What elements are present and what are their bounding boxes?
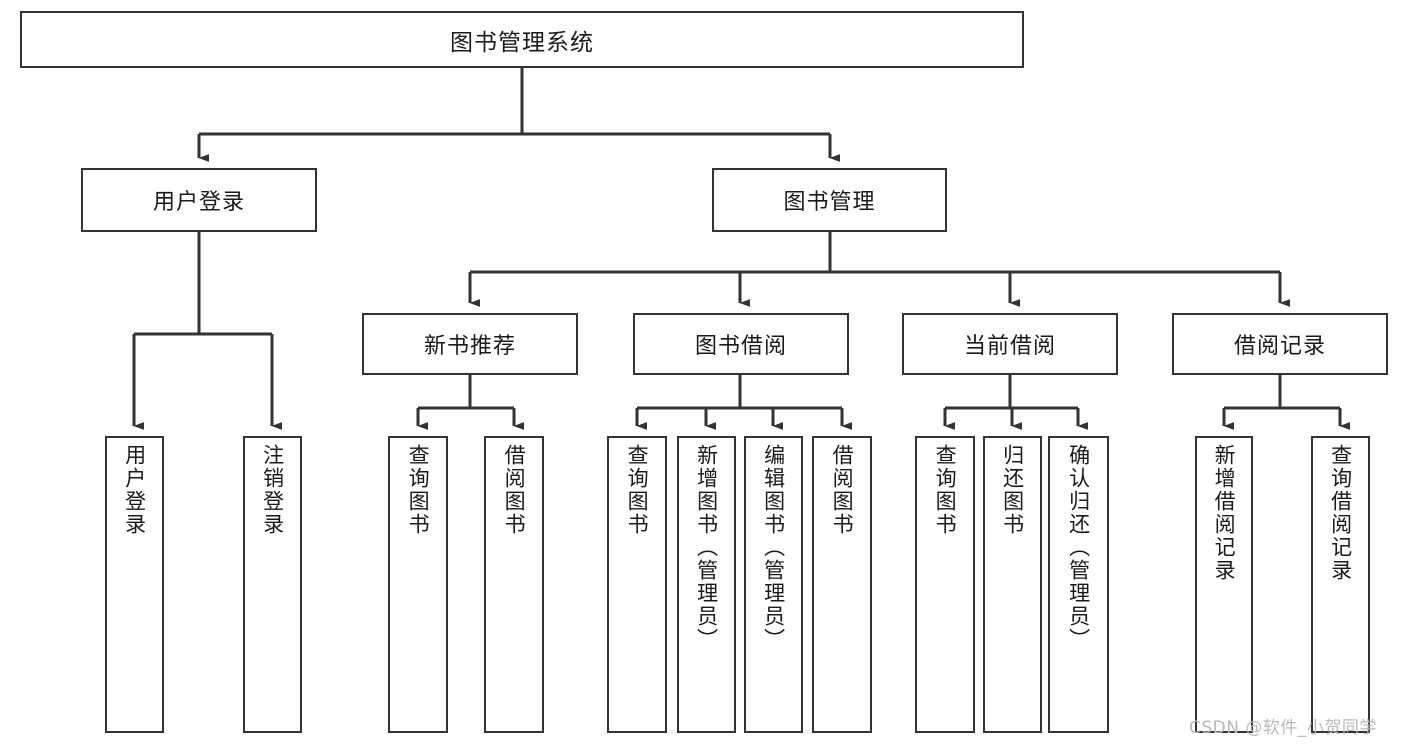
leaf-book-borrow-borrow[interactable]: 借阅图书 [812,436,872,733]
leaf-current-borrow-confirm[interactable]: 确认归还（管理员） [1048,436,1109,733]
node-new-book-recommend[interactable]: 新书推荐 [362,313,578,375]
leaf-label: 借阅图书 [502,444,527,536]
leaf-label: 查询图书 [933,444,958,536]
leaf-borrow-record-add[interactable]: 新增借阅记录 [1195,436,1253,733]
node-label: 用户登录 [152,190,245,215]
node-root-system[interactable]: 图书管理系统 [20,11,1024,68]
leaf-label: 确认归还（管理员） [1066,444,1091,651]
node-book-borrow[interactable]: 图书借阅 [633,313,849,375]
leaf-label: 注销登录 [260,444,285,536]
node-label: 新书推荐 [423,334,516,359]
leaf-label: 归还图书 [1000,444,1025,536]
node-label: 图书借阅 [694,334,787,359]
node-book-management[interactable]: 图书管理 [712,168,947,232]
leaf-label: 新增图书（管理员） [694,444,719,651]
leaf-borrow-record-query[interactable]: 查询借阅记录 [1311,436,1370,733]
leaf-label: 编辑图书（管理员） [761,444,786,651]
leaf-label: 借阅图书 [830,444,855,536]
leaf-new-book-borrow[interactable]: 借阅图书 [484,436,544,733]
leaf-current-borrow-return[interactable]: 归还图书 [983,436,1042,733]
leaf-current-borrow-query[interactable]: 查询图书 [915,436,975,733]
watermark-text: CSDN @软件_小贺同学 [1189,718,1377,738]
leaf-book-borrow-query[interactable]: 查询图书 [607,436,667,733]
node-borrow-record[interactable]: 借阅记录 [1172,313,1388,375]
leaf-book-borrow-add[interactable]: 新增图书（管理员） [677,436,736,733]
leaf-label: 查询图书 [625,444,650,536]
node-label: 图书管理 [783,190,876,215]
node-label: 图书管理系统 [450,29,594,56]
node-label: 当前借阅 [963,334,1056,359]
node-label: 借阅记录 [1233,334,1326,359]
leaf-label: 查询借阅记录 [1328,444,1353,582]
node-current-borrow[interactable]: 当前借阅 [902,313,1118,375]
leaf-label: 查询图书 [406,444,431,536]
node-user-login[interactable]: 用户登录 [81,168,317,232]
leaf-book-borrow-edit[interactable]: 编辑图书（管理员） [744,436,803,733]
leaf-user-login-logout[interactable]: 注销登录 [243,436,302,733]
leaf-new-book-query[interactable]: 查询图书 [388,436,448,733]
leaf-label: 用户登录 [122,444,147,536]
leaf-label: 新增借阅记录 [1212,444,1237,582]
leaf-user-login-login[interactable]: 用户登录 [105,436,164,733]
